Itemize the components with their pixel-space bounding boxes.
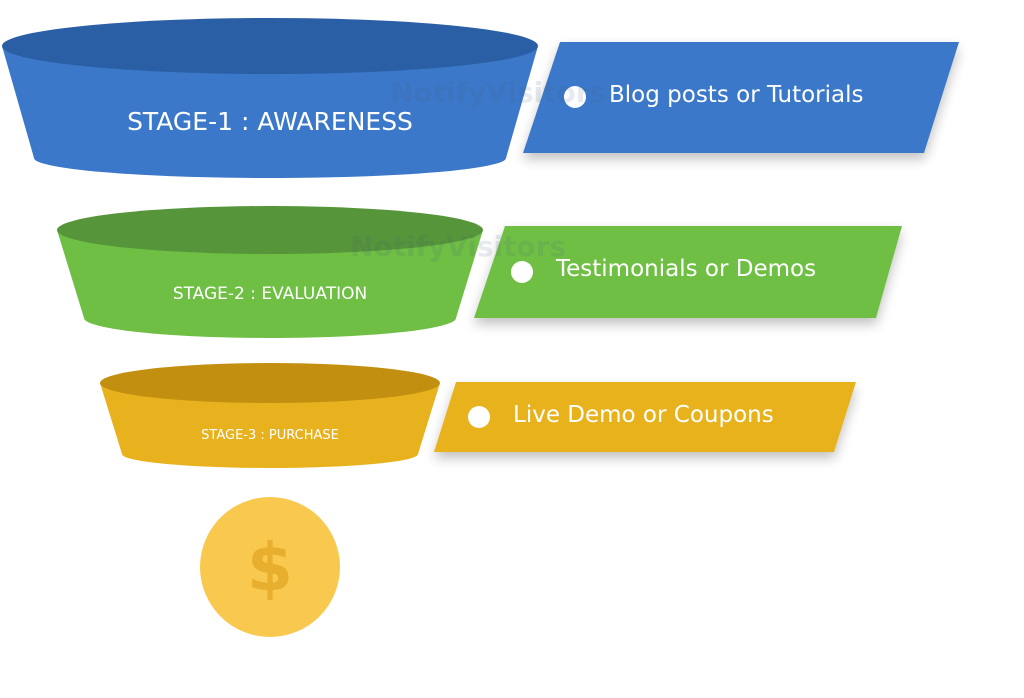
bullet-icon (468, 406, 490, 428)
tactic-banner-3 (434, 382, 856, 452)
funnel-stage-3 (100, 363, 440, 468)
tactic-banner-1-shape (523, 42, 959, 153)
watermark-text: NotifyVisitors (350, 230, 567, 263)
funnel-stage-2-body (57, 230, 483, 338)
funnel-stage-1 (2, 18, 538, 178)
watermark-text: NotifyVisitors (390, 76, 607, 109)
funnel-stage-1-top (2, 18, 538, 74)
funnel-stage-1-body (2, 46, 538, 178)
tactic-1-label: Blog posts or Tutorials (609, 82, 864, 108)
tactic-3-label: Live Demo or Coupons (513, 402, 774, 428)
tactic-banner-2-shape (474, 226, 902, 318)
tactic-banner-1 (523, 42, 959, 153)
stage-3-label: STAGE-3 : PURCHASE (201, 428, 339, 443)
tactic-banner-2 (474, 226, 902, 318)
funnel-stage-3-body (100, 383, 440, 468)
stage-2-label: STAGE-2 : EVALUATION (172, 284, 368, 304)
funnel-stage-2-top (57, 206, 483, 254)
tactic-2-label: Testimonials or Demos (556, 256, 817, 282)
stage-1-label: STAGE-1 : AWARENESS (127, 107, 413, 136)
bullet-icon (511, 261, 533, 283)
coin-circle (200, 497, 340, 637)
coin-icon: $ (200, 497, 340, 637)
bullet-icon (564, 86, 586, 108)
tactic-banner-3-shape (434, 382, 856, 452)
dollar-sign-icon: $ (247, 529, 293, 606)
funnel-stage-3-top (100, 363, 440, 403)
funnel-stage-2 (57, 206, 483, 338)
